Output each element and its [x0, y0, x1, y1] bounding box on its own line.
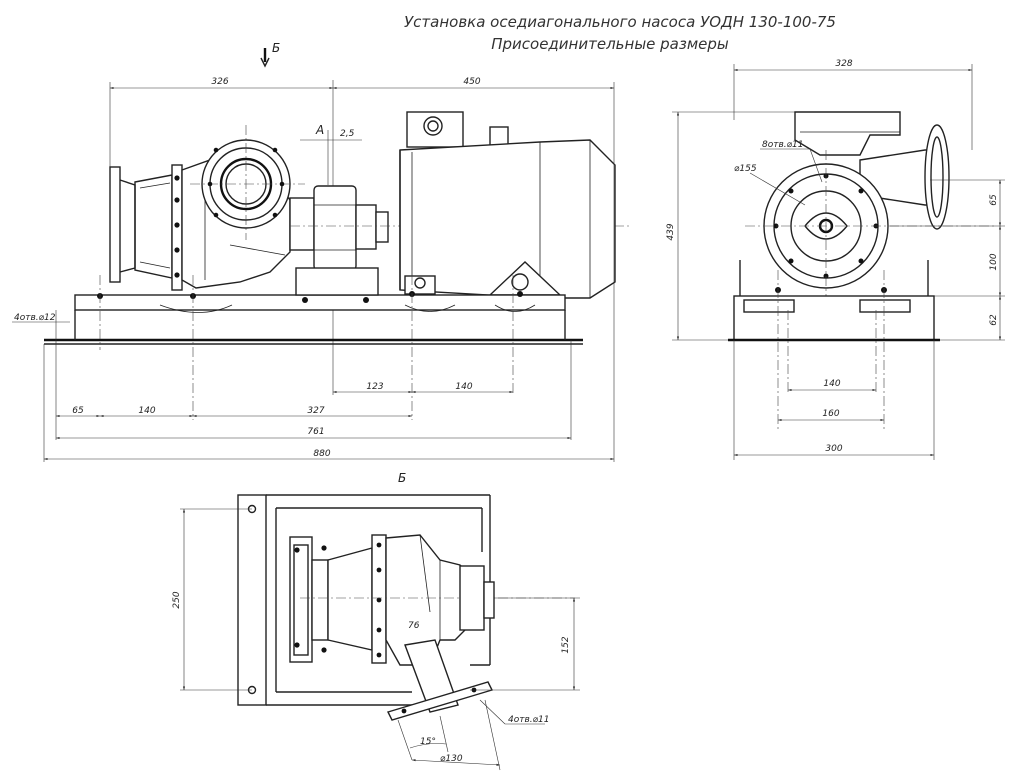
section-mark-b-center: Б [398, 471, 406, 485]
dim-gap-2-5: 2,5 [340, 129, 355, 139]
dim-dia-155: ⌀155 [734, 164, 757, 174]
dim-65-end: 65 [989, 194, 999, 206]
dim-326: 326 [211, 77, 228, 87]
dim-761: 761 [307, 427, 324, 437]
dim-140-end: 140 [823, 379, 840, 389]
dim-439: 439 [666, 223, 676, 240]
dim-65-side: 65 [72, 406, 84, 416]
dim-152-plan: 152 [561, 636, 571, 653]
dim-250-plan: 250 [172, 591, 182, 608]
dim-123: 123 [366, 382, 383, 392]
dim-62-end: 62 [989, 314, 999, 326]
dim-450: 450 [463, 77, 480, 87]
section-arrow-b: Б [260, 41, 280, 68]
side-holes-label: 4отв.⌀12 [14, 313, 56, 323]
plan-view: Б [172, 471, 580, 771]
dim-328: 328 [835, 59, 852, 69]
drawing-title: Установка оседиагонального насоса УОДН 1… [404, 13, 836, 31]
plan-holes-label: 4отв.⌀11 [508, 715, 550, 725]
dim-140-right: 140 [455, 382, 472, 392]
side-view: Б 326 450 А 2,5 [12, 41, 630, 462]
pump-casing [181, 125, 305, 289]
end-view: 328 439 8отв.⌀11 ⌀155 [666, 59, 1005, 460]
motor [399, 111, 616, 299]
section-mark-b-top: Б [272, 41, 280, 55]
dim-160-end: 160 [822, 409, 839, 419]
drawing-subtitle: Присоединительные размеры [491, 35, 729, 53]
dim-140-left: 140 [138, 406, 155, 416]
dim-dia-130-plan: ⌀130 [440, 754, 463, 764]
inlet-cone [109, 164, 183, 291]
section-mark-a: А [315, 123, 324, 137]
side-dim-chains: 123 140 65 140 327 761 880 [44, 382, 614, 461]
base-frame: 4отв.⌀12 [12, 150, 615, 462]
dim-76-plan: 76 [408, 621, 420, 631]
angle-15-plan: 15° [420, 737, 436, 747]
end-holes-label: 8отв.⌀11 [762, 140, 804, 150]
dim-327: 327 [307, 406, 324, 416]
dim-880: 880 [313, 449, 330, 459]
dim-100-end: 100 [989, 253, 999, 270]
dim-300-end: 300 [825, 444, 842, 454]
